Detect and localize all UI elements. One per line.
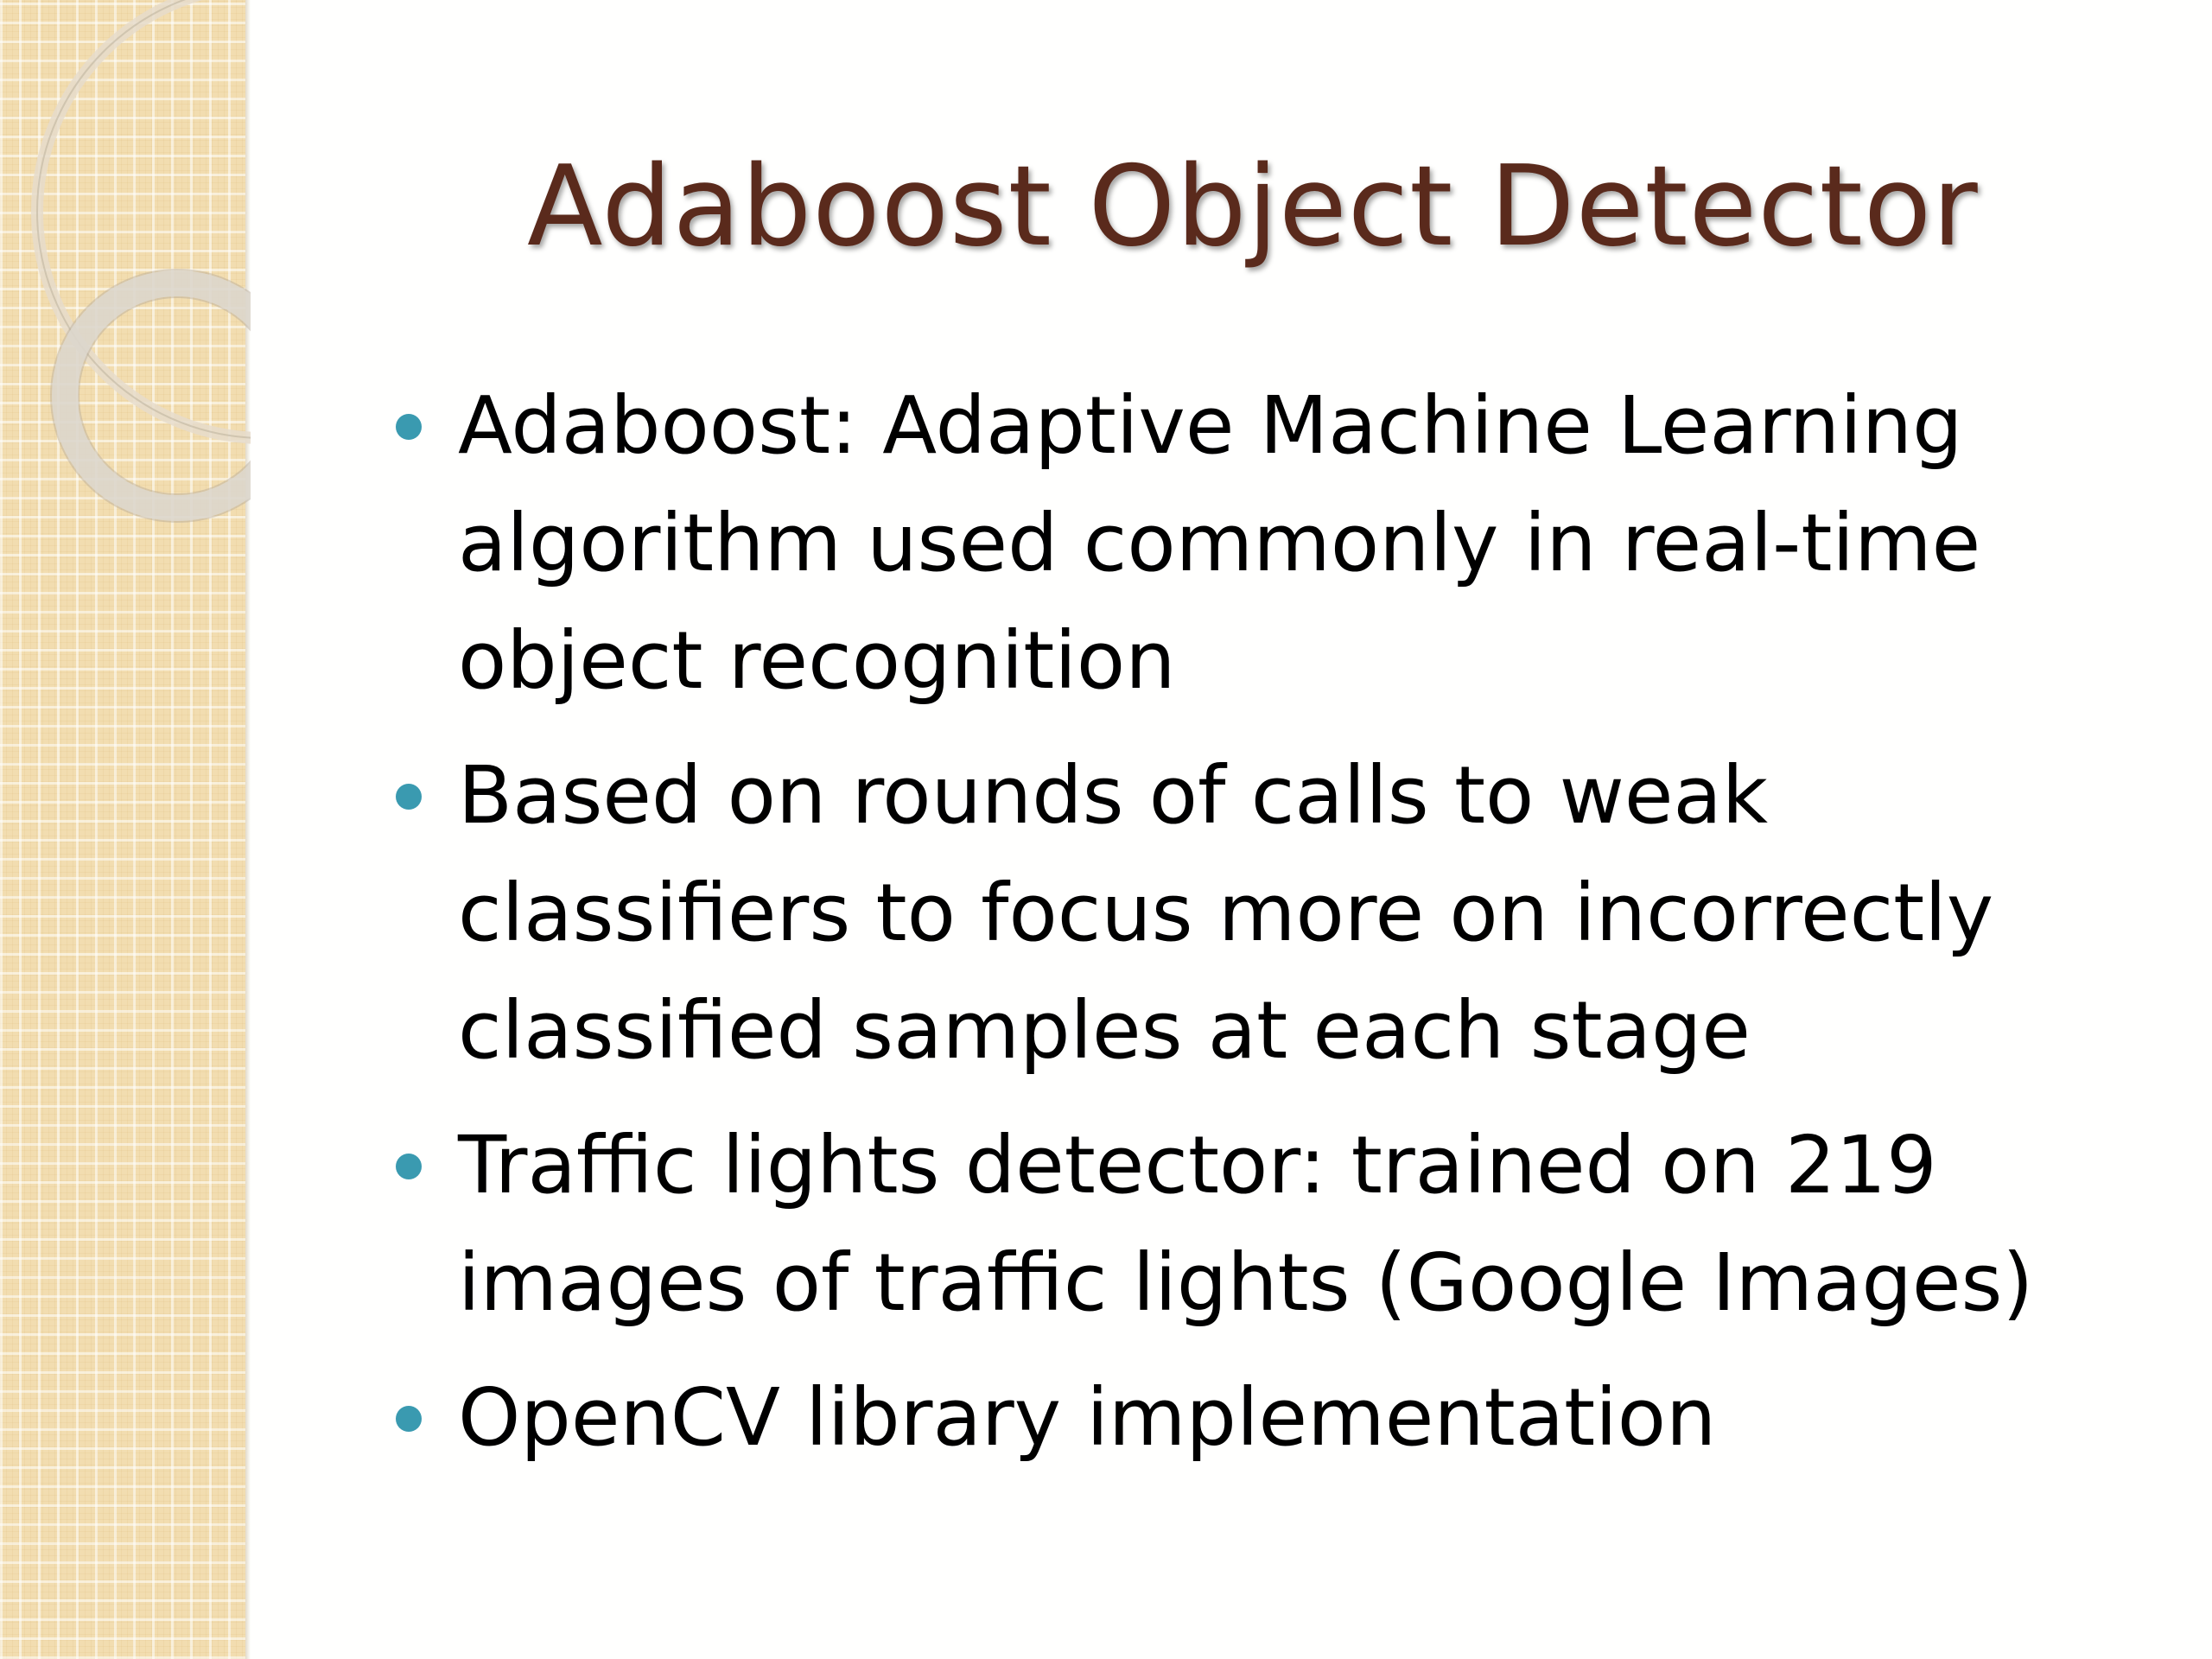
bullet-text-line: Adaboost: Adaptive Machine Learning bbox=[458, 379, 1963, 472]
side-panel-edge bbox=[245, 0, 251, 1659]
bullet-text-line: Traffic lights detector: trained on 219 bbox=[458, 1119, 1937, 1211]
bullet-marker-icon bbox=[396, 1406, 422, 1432]
bullet-marker-icon bbox=[396, 1154, 422, 1179]
decorative-rings-icon bbox=[31, 0, 251, 523]
small-ring-icon bbox=[52, 270, 251, 521]
bullet-item: Based on rounds of calls to weak classif… bbox=[391, 737, 2153, 1090]
bullet-item: OpenCV library implementation bbox=[391, 1359, 2153, 1477]
bullet-text-line: images of traffic lights (Google Images) bbox=[458, 1236, 2034, 1329]
bullet-list: Adaboost: Adaptive Machine Learning algo… bbox=[391, 367, 2153, 1494]
bullet-marker-icon bbox=[396, 414, 422, 440]
bullet-text-line: classifiers to focus more on incorrectly bbox=[458, 867, 1994, 959]
slide-title: Adaboost Object Detector bbox=[527, 143, 1979, 271]
bullet-text-line: object recognition bbox=[458, 614, 1176, 707]
bullet-text-line: OpenCV library implementation bbox=[458, 1371, 1717, 1464]
bullet-text-line: classified samples at each stage bbox=[458, 984, 1751, 1077]
bullet-marker-icon bbox=[396, 784, 422, 810]
bullet-text-line: algorithm used commonly in real-time bbox=[458, 497, 1981, 589]
bullet-item: Traffic lights detector: trained on 219 … bbox=[391, 1107, 2153, 1342]
bullet-text-line: Based on rounds of calls to weak bbox=[458, 749, 1769, 842]
bullet-item: Adaboost: Adaptive Machine Learning algo… bbox=[391, 367, 2153, 720]
